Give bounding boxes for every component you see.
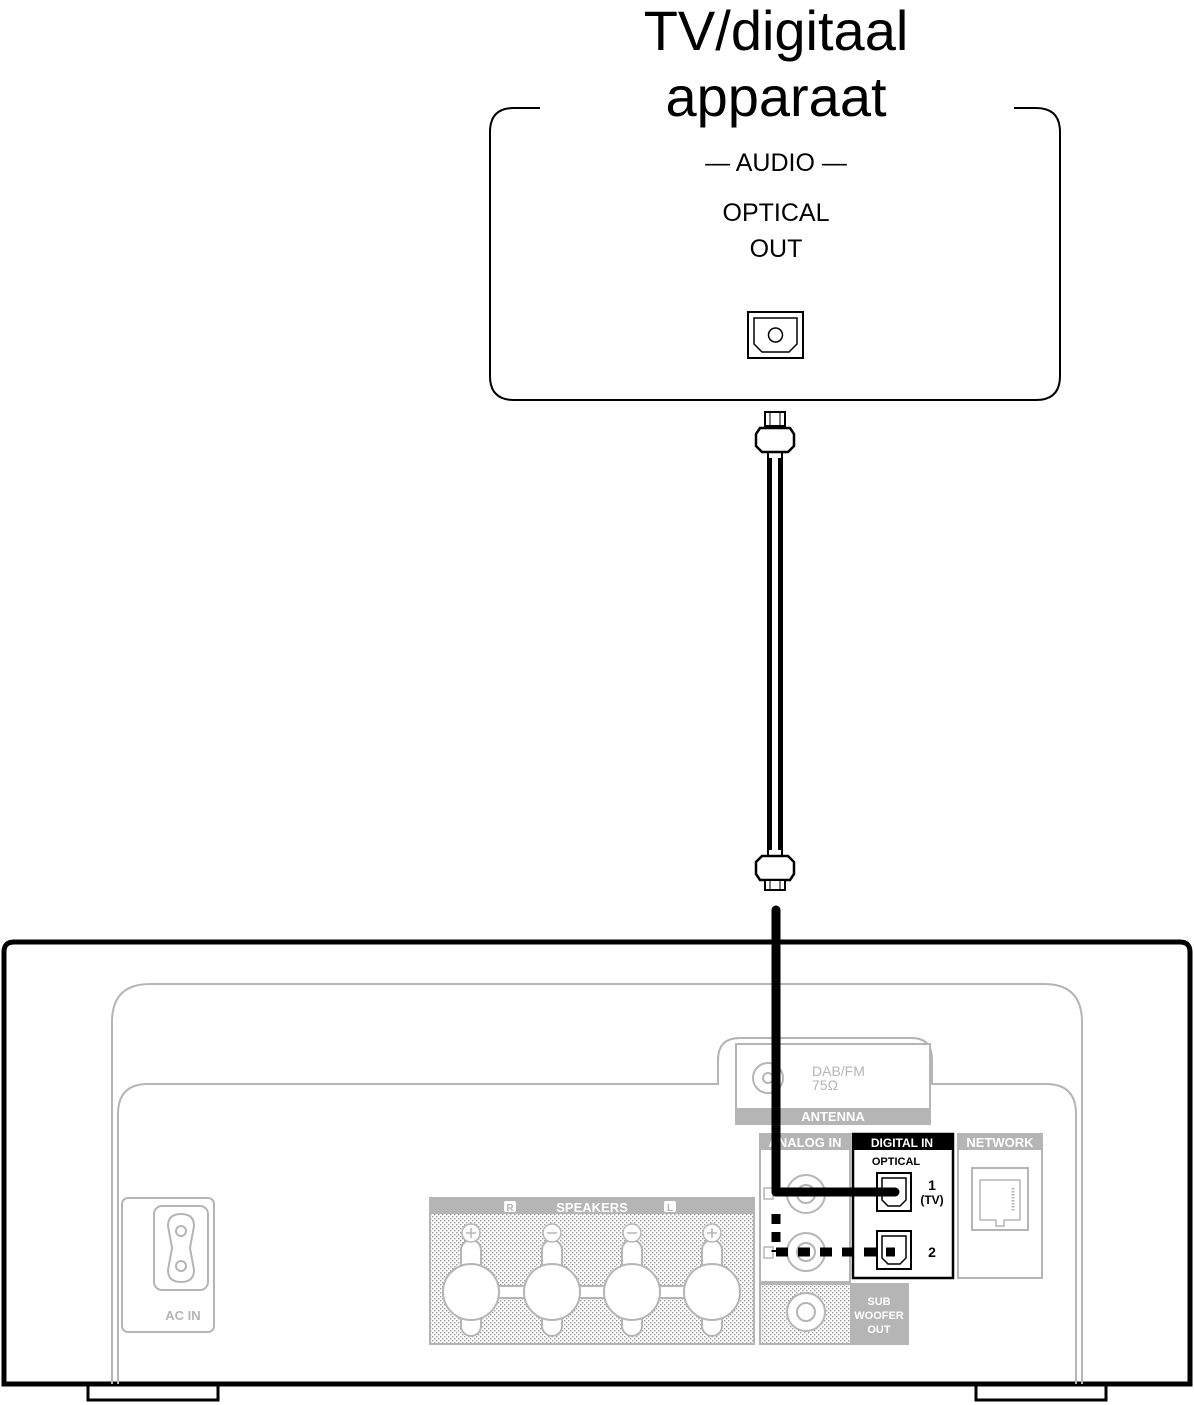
optical-cable	[754, 411, 796, 891]
speaker-terminal-r-minus[interactable]	[523, 1223, 581, 1337]
receiver-back-panel: ANTENNA DAB/FM 75Ω ANALOG IN	[1, 939, 1193, 1402]
receiver-chassis-outline	[111, 983, 1083, 1384]
speaker-terminal-r-plus[interactable]	[442, 1223, 500, 1337]
network-label: NETWORK	[966, 1135, 1034, 1150]
ac-in-section: AC IN	[121, 1197, 215, 1333]
subwoofer-label-line2: WOOFER	[854, 1310, 904, 1322]
audio-label: — AUDIO —	[705, 149, 847, 177]
digital-in-label: DIGITAL IN	[871, 1136, 933, 1150]
port-1-number: 1	[928, 1177, 936, 1193]
analog-in-label: ANALOG IN	[769, 1135, 842, 1150]
ac-in-label: AC IN	[165, 1308, 200, 1323]
subwoofer-out-jack[interactable]	[786, 1292, 826, 1332]
speakers-left-label: L	[667, 1203, 673, 1214]
speaker-terminal-l-plus[interactable]	[683, 1223, 741, 1337]
optical-out-label-line1: OPTICAL	[723, 199, 830, 227]
port-1-name: (TV)	[920, 1193, 943, 1207]
antenna-section: ANTENNA DAB/FM 75Ω	[735, 1043, 931, 1125]
cable-route	[771, 905, 900, 1257]
subwoofer-label-line1: SUB	[867, 1296, 890, 1308]
speakers-section: SPEAKERS R L	[429, 1197, 755, 1345]
optical-out-port[interactable]	[747, 311, 804, 359]
digital-in-section: DIGITAL IN OPTICAL 1 (TV) 2	[851, 1132, 955, 1280]
network-section: NETWORK	[957, 1133, 1043, 1279]
ac-in-socket[interactable]	[153, 1205, 209, 1291]
source-device-title-line2: apparaat	[665, 65, 887, 128]
source-device-outline	[489, 107, 1061, 401]
source-device: TV/digitaal apparaat — AUDIO — OPTICAL O…	[489, 0, 1061, 401]
port-2-number: 2	[928, 1244, 936, 1260]
antenna-type-line1: DAB/FM	[812, 1063, 865, 1079]
subwoofer-section: SUB WOOFER OUT	[759, 1283, 909, 1345]
speakers-right-label: R	[506, 1203, 514, 1214]
antenna-label: ANTENNA	[801, 1109, 865, 1124]
speakers-label: SPEAKERS	[556, 1200, 628, 1215]
optical-out-label-line2: OUT	[750, 235, 803, 263]
speaker-terminal-l-minus[interactable]	[603, 1223, 661, 1337]
ethernet-port[interactable]	[971, 1167, 1029, 1231]
source-device-title-line1: TV/digitaal	[644, 0, 909, 62]
antenna-type-line2: 75Ω	[812, 1077, 838, 1093]
cable-plug-bottom	[754, 848, 796, 891]
optical-sub-label: OPTICAL	[872, 1156, 921, 1168]
receiver-foot-left	[86, 1384, 220, 1402]
subwoofer-label-line3: OUT	[867, 1324, 891, 1336]
receiver-foot-right	[974, 1384, 1108, 1402]
cable-plug-top	[754, 411, 796, 460]
